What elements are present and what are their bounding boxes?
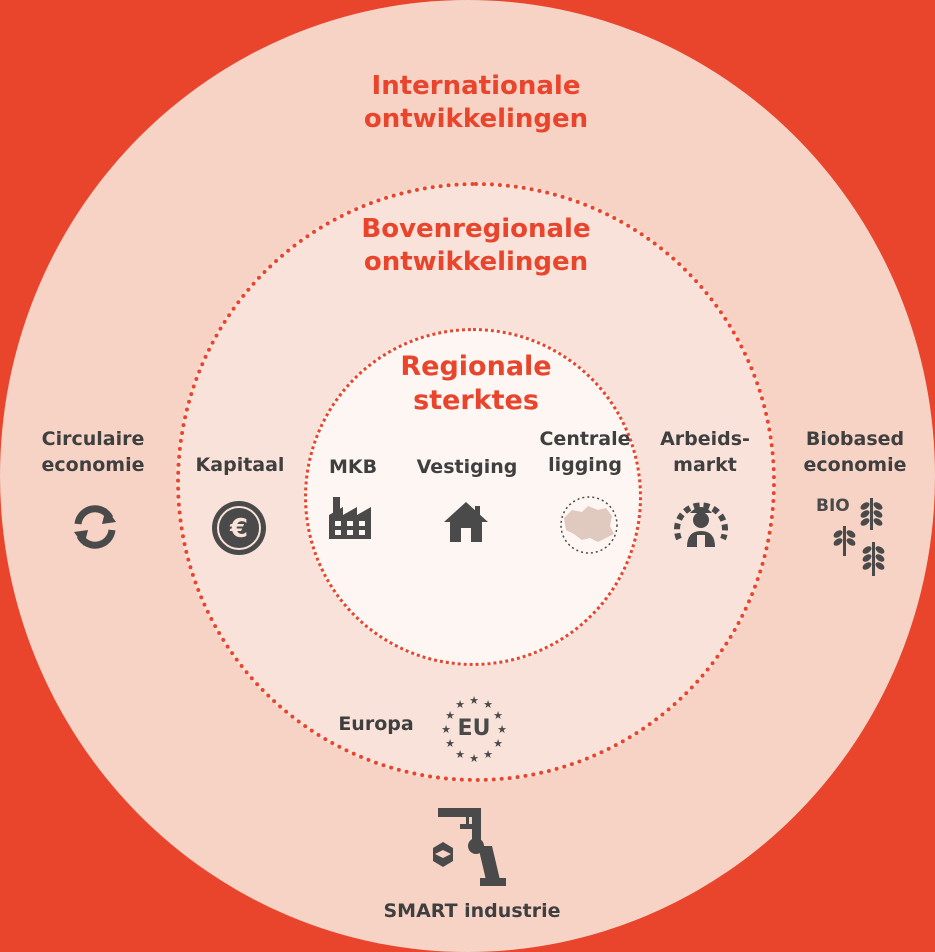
recycle-arrows-icon bbox=[70, 502, 120, 552]
svg-text:€: € bbox=[229, 514, 248, 544]
europa-label: Europa bbox=[338, 713, 414, 735]
centrale-ligging-label: Centrale ligging bbox=[539, 428, 631, 476]
factory-icon bbox=[327, 493, 379, 543]
worker-gear-icon bbox=[671, 493, 731, 549]
regional-title: Regionale sterktes bbox=[400, 351, 552, 416]
vestiging-label: Vestiging bbox=[416, 456, 518, 478]
svg-text:★: ★ bbox=[483, 698, 493, 711]
regional-ring bbox=[304, 328, 642, 666]
svg-text:★: ★ bbox=[493, 709, 503, 722]
international-title: Internationale ontwikkelingen bbox=[363, 71, 589, 134]
biobased-economie-label: Biobased economie bbox=[803, 428, 907, 476]
svg-text:★: ★ bbox=[483, 748, 493, 761]
svg-text:★: ★ bbox=[455, 748, 465, 761]
svg-text:★: ★ bbox=[445, 709, 455, 722]
svg-text:★: ★ bbox=[445, 737, 455, 750]
svg-text:★: ★ bbox=[497, 723, 507, 736]
svg-text:★: ★ bbox=[493, 737, 503, 750]
kapitaal-label: Kapitaal bbox=[195, 454, 285, 476]
svg-text:★: ★ bbox=[469, 752, 479, 765]
region-map-icon bbox=[558, 494, 620, 556]
mkb-label: MKB bbox=[328, 456, 378, 478]
euro-coin-icon: € bbox=[210, 499, 268, 557]
circulaire-economie-label: Circulaire economie bbox=[41, 428, 145, 476]
svg-text:★: ★ bbox=[455, 698, 465, 711]
bio-wheat-icon: BIO bbox=[812, 494, 896, 580]
svg-text:★: ★ bbox=[469, 694, 479, 707]
eu-stars-icon: ★ ★ ★ ★ ★ ★ ★ ★ ★ ★ ★ ★ EU bbox=[441, 694, 507, 765]
robot-arm-icon bbox=[430, 806, 510, 888]
svg-text:★: ★ bbox=[441, 723, 451, 736]
arbeidsmarkt-label: Arbeids- markt bbox=[660, 428, 750, 476]
house-icon bbox=[442, 500, 490, 544]
smart-industrie-label: SMART industrie bbox=[383, 900, 561, 922]
bovenregional-title: Bovenregionale ontwikkelingen bbox=[361, 214, 591, 277]
